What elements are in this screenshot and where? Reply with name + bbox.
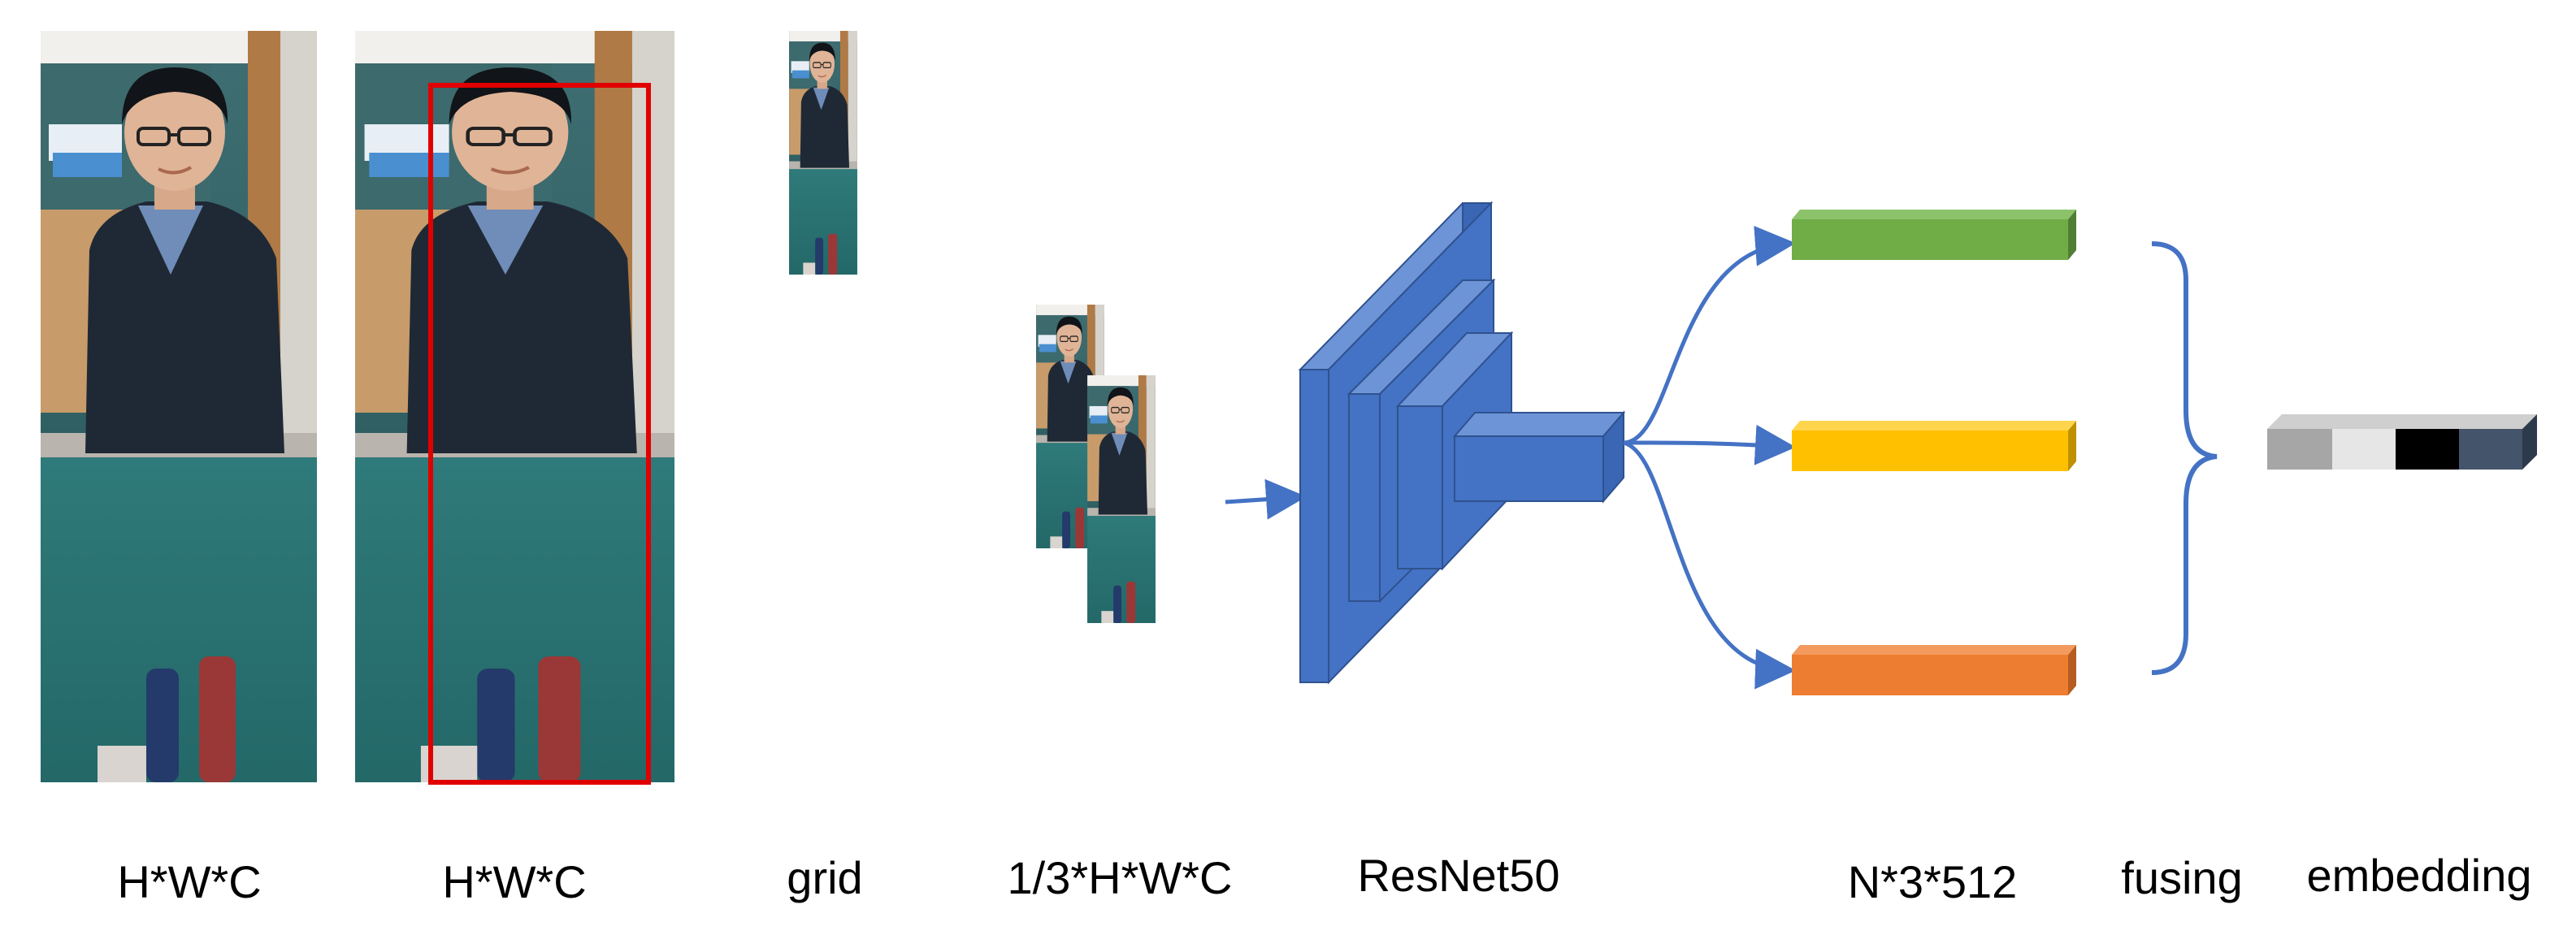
label-slices: 1/3*H*W*C: [1008, 852, 1233, 903]
feature-bar-2: [1792, 421, 2076, 471]
fusing-brace: [2151, 241, 2218, 675]
embedding-cell-4: [2459, 429, 2522, 470]
bounding-box: [428, 83, 651, 785]
label-input-image: H*W*C: [117, 856, 261, 907]
input-image: [41, 31, 317, 782]
input-arrow: [1225, 478, 1307, 520]
embedding-cell-1: [2267, 429, 2332, 470]
embedding-cell-3: [2396, 429, 2459, 470]
resnet50-backbone: [1298, 201, 1626, 685]
detected-image: [355, 31, 674, 785]
branch-arrows: [1623, 225, 1796, 690]
label-grid: grid: [787, 852, 862, 903]
stacked-slices: [1036, 102, 1156, 623]
grid-slice-top: [789, 31, 857, 275]
grid-slices: [789, 31, 857, 375]
label-fusing: fusing: [2121, 852, 2242, 903]
label-backbone: ResNet50: [1357, 850, 1559, 901]
label-embedding: embedding: [2306, 850, 2531, 901]
feature-bar-1: [1792, 210, 2076, 260]
embedding-vector: [2267, 414, 2537, 470]
label-features: N*3*512: [1848, 856, 2018, 907]
embedding-cell-2: [2332, 429, 2396, 470]
feature-bar-3: [1792, 645, 2076, 695]
label-cropped-image: H*W*C: [442, 856, 586, 907]
